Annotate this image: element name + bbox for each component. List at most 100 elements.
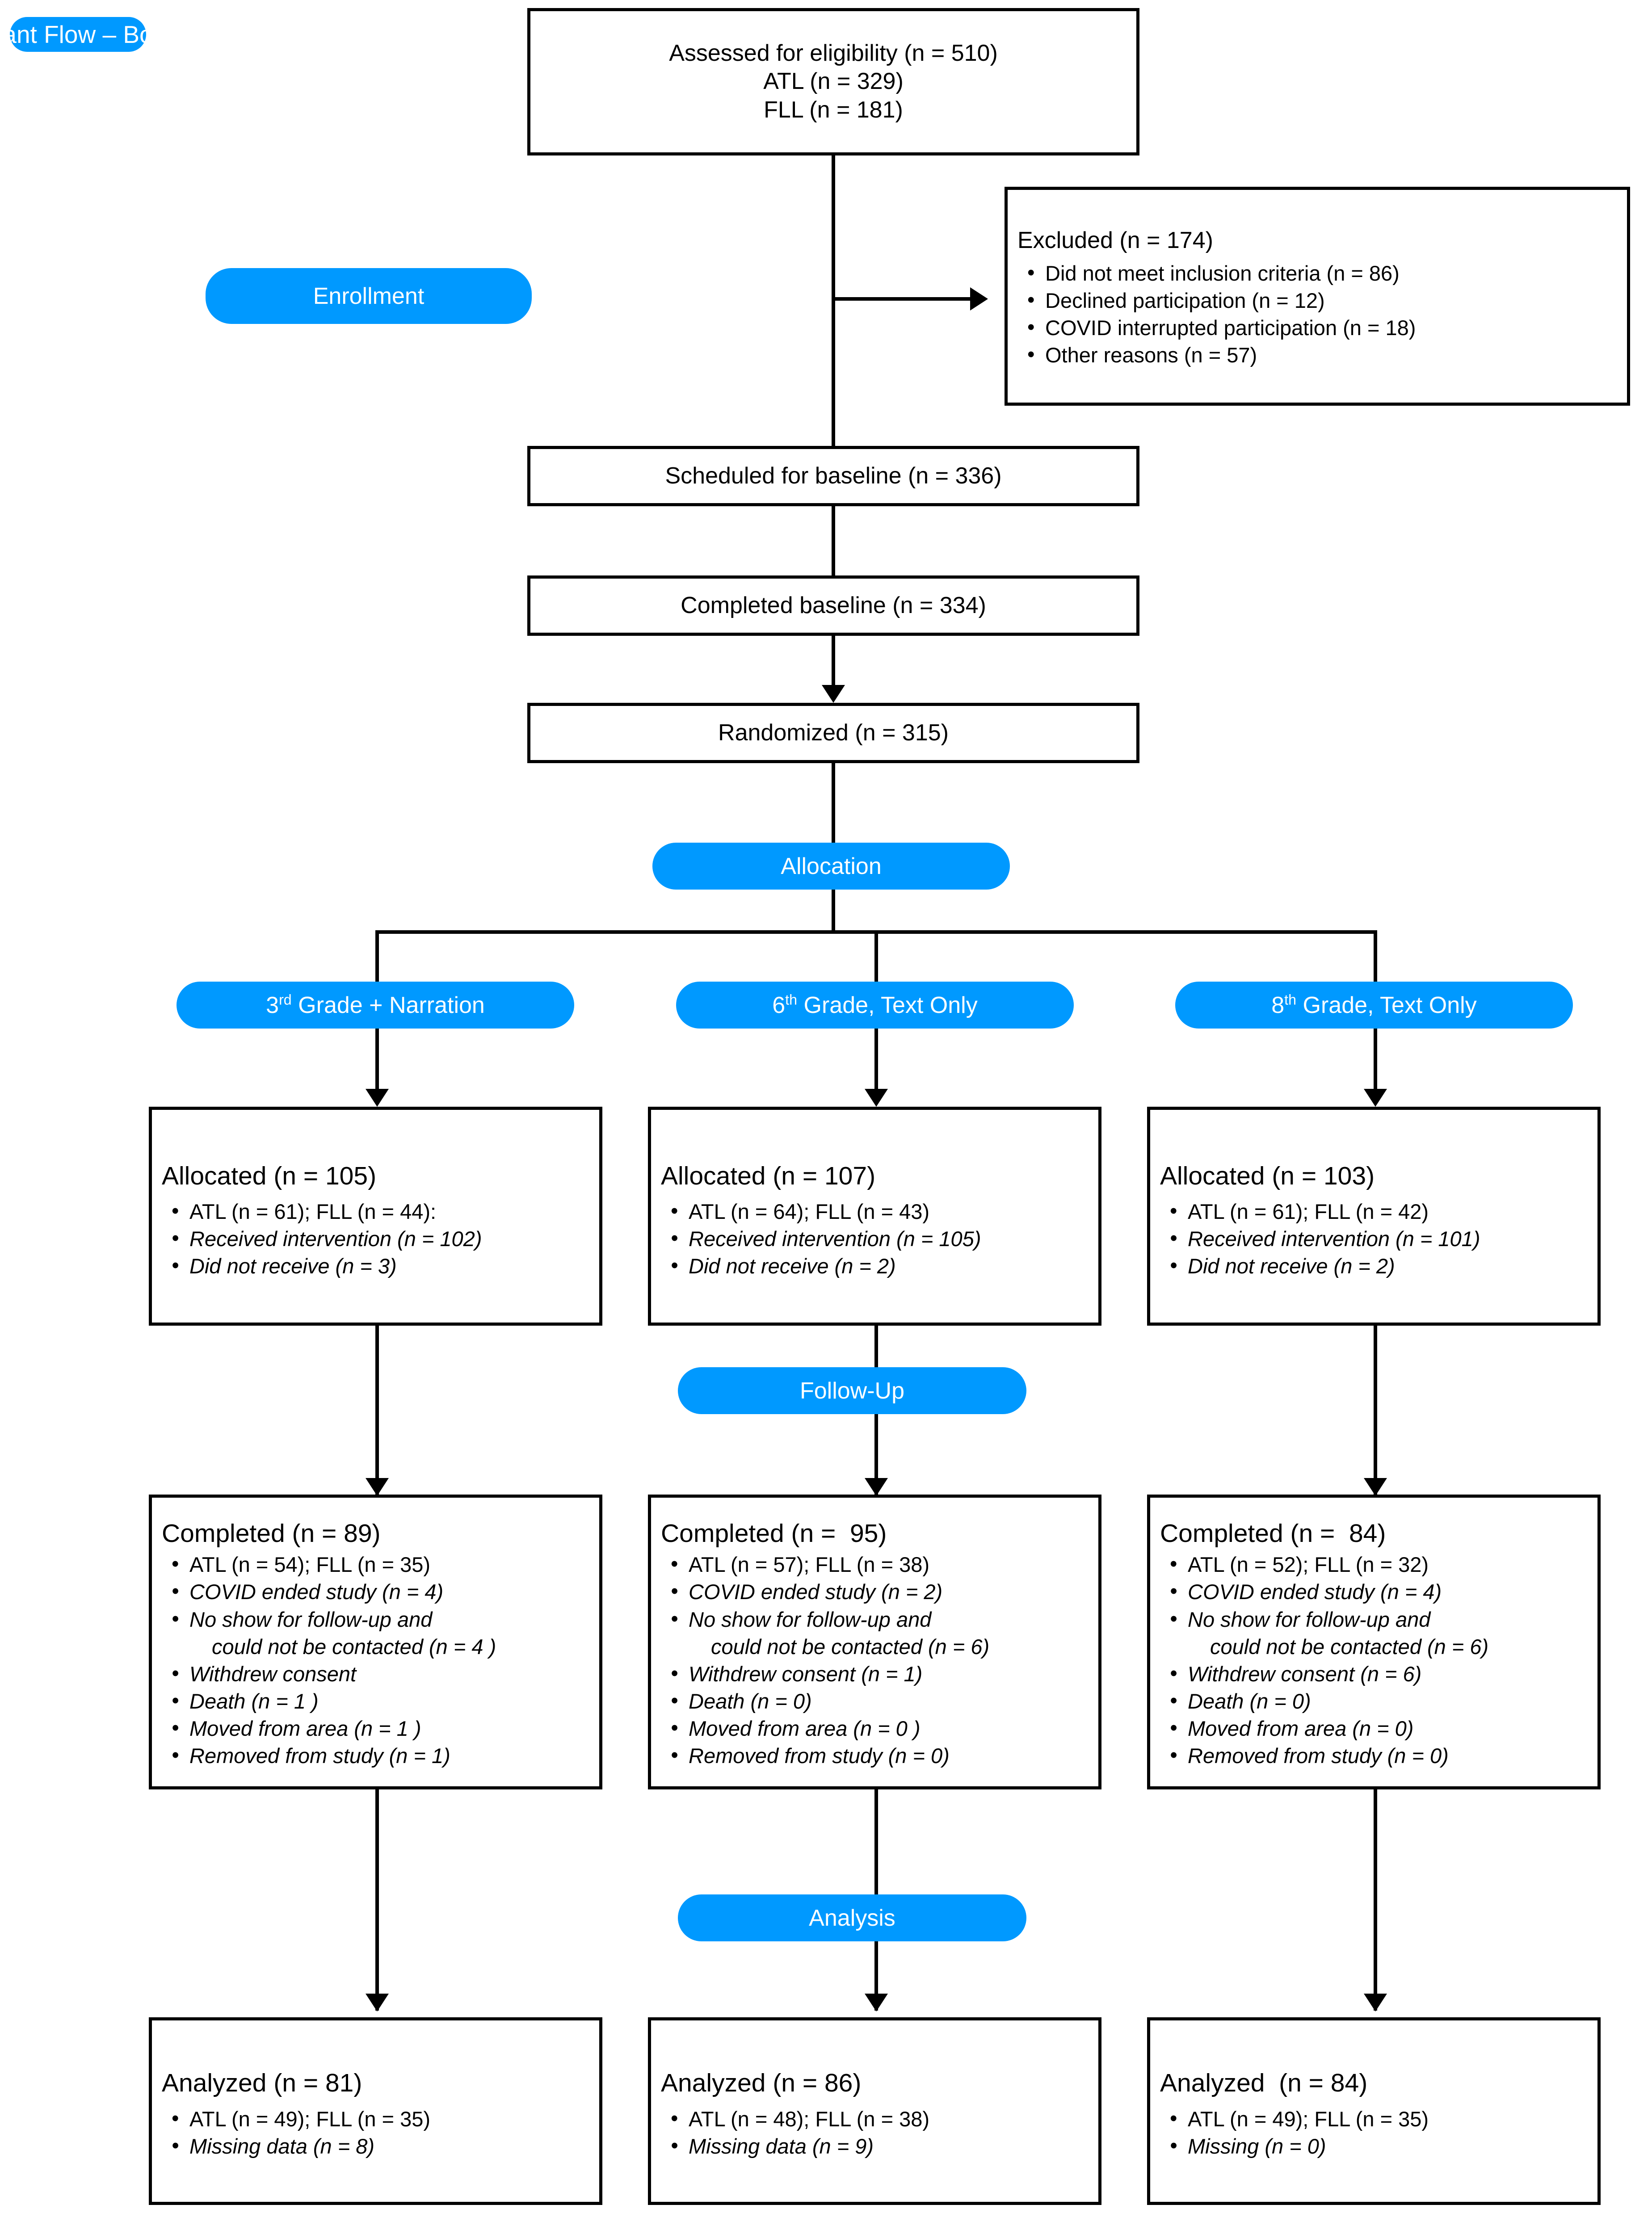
list-item: ATL (n = 52); FLL (n = 32) — [1160, 1550, 1591, 1578]
list-item: ATL (n = 49); FLL (n = 35) — [1160, 2104, 1589, 2133]
analyzed-detail-list-3: ATL (n = 49); FLL (n = 35) Missing (n = … — [1160, 2104, 1589, 2160]
connector-arm2-to-allocated — [874, 1029, 878, 1091]
allocated-title-1: Allocated (n = 105) — [162, 1161, 377, 1190]
list-item: ATL (n = 61); FLL (n = 44): — [162, 1197, 591, 1225]
arrowhead-arm1-analyzed — [366, 1994, 389, 2011]
assessed-line-2: ATL (n = 329) — [763, 68, 904, 95]
list-item: Death (n = 0) — [661, 1687, 1092, 1715]
connector-arm1-completed-to-analyzed — [375, 1789, 379, 2011]
assessed-line-1: Assessed for eligibility (n = 510) — [669, 40, 998, 66]
list-item: ATL (n = 54); FLL (n = 35) — [162, 1550, 593, 1578]
stage-analysis-label: Analysis — [809, 1905, 895, 1931]
list-item: ATL (n = 48); FLL (n = 38) — [661, 2104, 1090, 2133]
analyzed-title-1: Analyzed (n = 81) — [162, 2069, 362, 2098]
stage-pill-enrollment: Enrollment — [206, 268, 532, 324]
list-item: Received intervention (n = 102) — [162, 1224, 591, 1252]
list-item: ATL (n = 49); FLL (n = 35) — [162, 2104, 591, 2133]
arrowhead-arm2-completed — [865, 1478, 888, 1496]
list-item: Death (n = 1 ) — [162, 1687, 593, 1715]
box-analyzed-arm-1: Analyzed (n = 81) ATL (n = 49); FLL (n =… — [149, 2017, 602, 2205]
list-item: Moved from area (n = 1 ) — [162, 1714, 593, 1742]
title-pill: Participant Flow – Both Sites — [0, 17, 235, 52]
list-item: Withdrew consent (n = 1) — [661, 1659, 1092, 1688]
list-item: ATL (n = 57); FLL (n = 38) — [661, 1550, 1092, 1578]
connector-arm3-to-allocated — [1374, 1029, 1377, 1091]
list-item: Did not receive (n = 3) — [162, 1251, 591, 1280]
list-item: No show for follow-up and — [661, 1605, 1092, 1633]
completed-title-2: Completed (n = 95) — [661, 1519, 887, 1548]
arm-header-pill-3: 8th Grade, Text Only — [1175, 982, 1573, 1029]
stage-pill-analysis: Analysis — [678, 1894, 1026, 1941]
arm-header-label-2: 6th Grade, Text Only — [772, 991, 978, 1018]
connector-scheduled-to-completed-baseline — [832, 506, 835, 575]
box-analyzed-arm-3: Analyzed (n = 84) ATL (n = 49); FLL (n =… — [1147, 2017, 1601, 2205]
connector-drop-arm-3 — [1374, 930, 1377, 982]
list-item: Withdrew consent — [162, 1659, 593, 1688]
arrowhead-arm2-allocated — [865, 1089, 888, 1107]
list-item: No show for follow-up and — [1160, 1605, 1591, 1633]
allocated-detail-list-2: ATL (n = 64); FLL (n = 43) Received inte… — [661, 1197, 1090, 1280]
box-analyzed-arm-2: Analyzed (n = 86) ATL (n = 48); FLL (n =… — [648, 2017, 1101, 2205]
completed-title-3: Completed (n = 84) — [1160, 1519, 1386, 1548]
list-item: Did not receive (n = 2) — [1160, 1251, 1589, 1280]
arrowhead-to-excluded — [970, 287, 988, 311]
stage-pill-allocation: Allocation — [652, 843, 1010, 890]
arm-header-pill-2: 6th Grade, Text Only — [676, 982, 1074, 1029]
arrowhead-arm3-analyzed — [1364, 1994, 1387, 2011]
box-allocated-arm-2: Allocated (n = 107) ATL (n = 64); FLL (n… — [648, 1107, 1101, 1326]
connector-arm3-allocated-to-completed — [1374, 1326, 1377, 1495]
connector-drop-arm-1 — [375, 930, 379, 982]
stage-enrollment-label: Enrollment — [313, 283, 425, 309]
connector-assessed-to-scheduled — [832, 155, 835, 446]
completed-title-1: Completed (n = 89) — [162, 1519, 381, 1548]
list-item: Moved from area (n = 0) — [1160, 1714, 1591, 1742]
connector-drop-arm-2 — [874, 930, 878, 982]
completed-baseline-label: Completed baseline (n = 334) — [681, 592, 986, 618]
arm-header-label-1: 3rd Grade + Narration — [266, 991, 485, 1018]
stage-allocation-label: Allocation — [781, 853, 882, 879]
connector-arm1-allocated-to-completed — [375, 1326, 379, 1495]
list-item: Other reasons (n = 57) — [1017, 340, 1618, 369]
list-item: No show for follow-up and — [162, 1605, 593, 1633]
excluded-title: Excluded (n = 174) — [1017, 227, 1213, 254]
list-item: COVID ended study (n = 4) — [162, 1577, 593, 1605]
allocated-detail-list-1: ATL (n = 61); FLL (n = 44): Received int… — [162, 1197, 591, 1280]
arrowhead-arm1-completed — [366, 1478, 389, 1496]
scheduled-label: Scheduled for baseline (n = 336) — [665, 462, 1002, 489]
box-completed-arm-3: Completed (n = 84) ATL (n = 52); FLL (n … — [1147, 1495, 1601, 1789]
completed-detail-list-3: ATL (n = 52); FLL (n = 32) COVID ended s… — [1160, 1550, 1591, 1769]
list-item: Removed from study (n = 0) — [661, 1741, 1092, 1769]
list-item: Withdrew consent (n = 6) — [1160, 1659, 1591, 1688]
list-item: Missing data (n = 8) — [162, 2132, 591, 2160]
box-completed-baseline: Completed baseline (n = 334) — [527, 575, 1139, 636]
box-randomized: Randomized (n = 315) — [527, 703, 1139, 763]
arrowhead-arm1-allocated — [366, 1089, 389, 1107]
connector-arm3-completed-to-analyzed — [1374, 1789, 1377, 2011]
list-item: Removed from study (n = 0) — [1160, 1741, 1591, 1769]
arrowhead-arm3-completed — [1364, 1478, 1387, 1496]
list-item: Received intervention (n = 105) — [661, 1224, 1090, 1252]
box-assessed-for-eligibility: Assessed for eligibility (n = 510) ATL (… — [527, 8, 1139, 155]
arrowhead-to-randomized — [822, 685, 845, 703]
list-item: could not be contacted (n = 6) — [1210, 1634, 1489, 1659]
allocated-detail-list-3: ATL (n = 61); FLL (n = 42) Received inte… — [1160, 1197, 1589, 1280]
box-excluded: Excluded (n = 174) Did not meet inclusio… — [1005, 187, 1630, 406]
box-completed-arm-1: Completed (n = 89) ATL (n = 54); FLL (n … — [149, 1495, 602, 1789]
list-item: Moved from area (n = 0 ) — [661, 1714, 1092, 1742]
list-item: Removed from study (n = 1) — [162, 1741, 593, 1769]
arm-header-pill-1: 3rd Grade + Narration — [177, 982, 574, 1029]
allocated-title-3: Allocated (n = 103) — [1160, 1161, 1375, 1190]
list-item: could not be contacted (n = 6) — [711, 1634, 990, 1659]
list-item: ATL (n = 61); FLL (n = 42) — [1160, 1197, 1589, 1225]
list-item: Did not receive (n = 2) — [661, 1251, 1090, 1280]
list-item: Death (n = 0) — [1160, 1687, 1591, 1715]
box-allocated-arm-3: Allocated (n = 103) ATL (n = 61); FLL (n… — [1147, 1107, 1601, 1326]
assessed-line-3: FLL (n = 181) — [764, 97, 903, 123]
analyzed-title-2: Analyzed (n = 86) — [661, 2069, 862, 2098]
stage-followup-label: Follow-Up — [799, 1377, 905, 1404]
list-item: Received intervention (n = 101) — [1160, 1224, 1589, 1252]
box-allocated-arm-1: Allocated (n = 105) ATL (n = 61); FLL (n… — [149, 1107, 602, 1326]
list-item: COVID ended study (n = 2) — [661, 1577, 1092, 1605]
list-item: Did not meet inclusion criteria (n = 86) — [1017, 259, 1618, 287]
